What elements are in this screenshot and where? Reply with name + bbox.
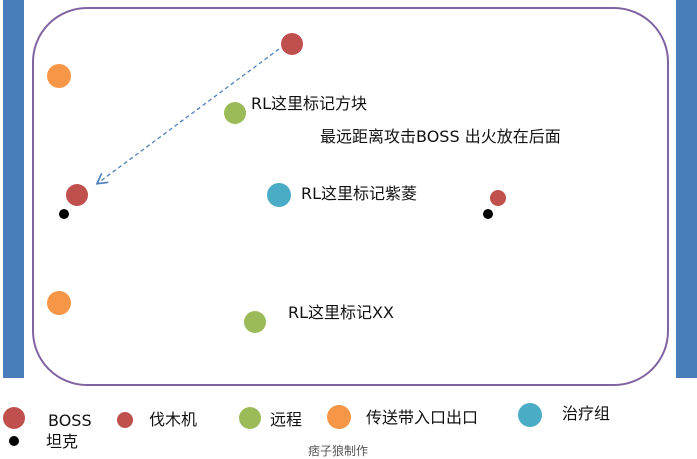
boss-note-label: 最远距离攻击BOSS 出火放在后面 — [320, 127, 561, 146]
teleport-marker-top — [47, 64, 71, 88]
legend-ranged-label: 远程 — [270, 410, 303, 429]
legend-teleport-label: 传送带入口出口 — [366, 408, 479, 427]
legend-healer-symbol — [518, 403, 542, 427]
legend-boss-label: BOSS — [48, 411, 92, 430]
author-credit: 痞子狼制作 — [308, 444, 369, 458]
legend-ranged-symbol — [239, 407, 261, 429]
legend-lumber-machine-label: 伐木机 — [149, 410, 198, 429]
tank-marker-right — [483, 209, 493, 219]
legend-teleport-symbol — [327, 405, 351, 429]
square-mark-label: RL这里标记方块 — [251, 94, 368, 113]
tank-marker-left — [59, 209, 69, 219]
arena-outline — [32, 7, 669, 386]
teleport-marker-bottom — [47, 291, 71, 315]
boss-marker-left — [66, 184, 88, 206]
legend-healer-label: 治疗组 — [562, 404, 611, 423]
right-wall — [676, 0, 697, 378]
lumber-machine-marker-right — [490, 190, 506, 206]
healer-marker-center — [267, 183, 291, 207]
ranged-marker-x — [244, 311, 266, 333]
legend-lumber-machine-symbol — [117, 412, 133, 428]
x-mark-label: RL这里标记XX — [288, 303, 394, 322]
ranged-marker-square — [224, 102, 246, 124]
boss-path-arrow — [98, 48, 280, 183]
legend-boss-symbol — [3, 407, 25, 429]
legend-tank-symbol — [9, 436, 19, 446]
legend-tank-label: 坦克 — [46, 432, 79, 451]
left-wall — [3, 0, 24, 378]
diamond-mark-label: RL这里标记紫菱 — [301, 184, 418, 203]
boss-marker-top — [281, 33, 303, 55]
